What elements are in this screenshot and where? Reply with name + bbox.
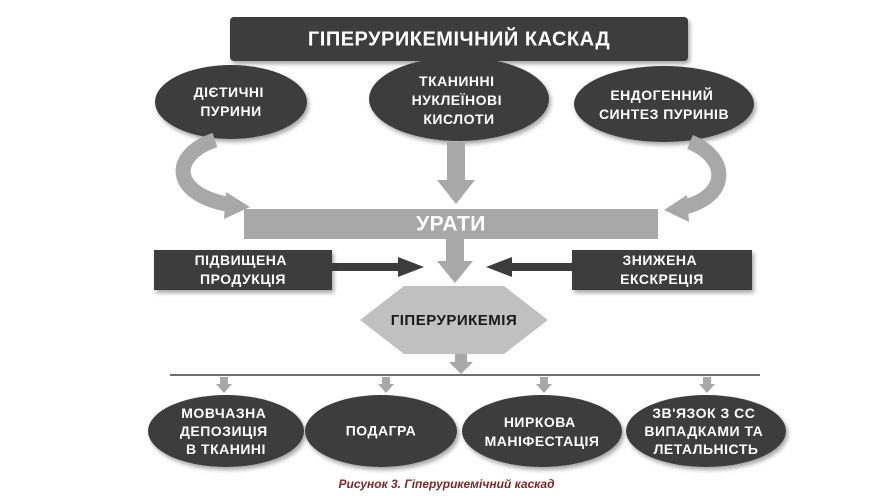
arrow-down-icon <box>536 377 552 393</box>
figure-caption: Рисунок 3. Гіперурикемічний каскад <box>338 477 555 491</box>
svg-text:ЕНДОГЕННИЙ СИНТЕЗ ПУРИНІ: ЕНДОГЕННИЙ СИНТЕЗ ПУРИНІВ <box>599 86 729 122</box>
source-label-line: СИНТЕЗ ПУРИНІВ <box>599 106 729 122</box>
urates-bar: УРАТИ <box>244 209 658 239</box>
outcome-label-line: НИРКОВА <box>504 414 576 430</box>
outcome-label-line: ЛЕТАЛЬНІСТЬ <box>654 441 759 457</box>
svg-text:НИРКОВА МАНІФЕСТАЦІЯ: НИРКОВА МАНІФЕСТАЦІЯ <box>485 414 600 449</box>
arrow-left-icon <box>486 257 572 277</box>
reduced-excretion-line: ЗНИЖЕНА <box>622 252 697 268</box>
outcome-silent-deposition: МОВЧАЗНА ДЕПОЗИЦІЯ В ТКАНИНІ <box>148 395 304 467</box>
arrow-down-icon <box>437 142 475 204</box>
hyperuricemia-hexagon: ГІПЕРУРИКЕМІЯ <box>360 286 548 354</box>
arrow-down-icon <box>699 377 715 393</box>
title-banner: ГІПЕРУРИКЕМІЧНИЙ КАСКАД <box>230 17 688 61</box>
outcome-renal-manifestation: НИРКОВА МАНІФЕСТАЦІЯ <box>462 395 622 467</box>
source-label-line: ЕНДОГЕННИЙ <box>610 86 713 103</box>
reduced-excretion-line: ЕКСКРЕЦІЯ <box>620 271 704 287</box>
svg-text:ЗНИЖЕНА ЕКСКРЕЦІЯ: ЗНИЖЕНА ЕКСКРЕЦІЯ <box>620 252 704 287</box>
svg-text:ЗВ'ЯЗОК З СС ВИПАДКАМИ Т: ЗВ'ЯЗОК З СС ВИПАДКАМИ ТА ЛЕТАЛЬНІСТЬ <box>644 405 767 457</box>
curved-arrow-left-icon <box>175 132 250 219</box>
outcome-label-line: ВИПАДКАМИ ТА <box>644 423 763 439</box>
increased-production-line: ПРОДУКЦІЯ <box>200 271 286 287</box>
arrow-down-icon <box>437 239 473 283</box>
source-label-line: ДІЄТИЧНІ <box>194 84 264 100</box>
source-endogenous-synthesis: ЕНДОГЕННИЙ СИНТЕЗ ПУРИНІВ <box>574 66 754 142</box>
outcome-label-line: ПОДАГРА <box>346 423 417 439</box>
svg-text:ПІДВИЩЕНА ПРОДУКЦІЯ: ПІДВИЩЕНА ПРОДУКЦІЯ <box>195 252 292 287</box>
hyperuricemia-label: ГІПЕРУРИКЕМІЯ <box>391 312 518 329</box>
outcome-label-line: МОВЧАЗНА <box>181 405 266 421</box>
source-label-line: ТКАНИННІ <box>419 73 495 89</box>
curved-arrow-right-icon <box>664 135 727 222</box>
source-label-line: КИСЛОТИ <box>423 111 494 127</box>
arrow-down-icon <box>378 377 394 393</box>
outcome-label-line: МАНІФЕСТАЦІЯ <box>485 433 600 449</box>
outcome-gout: ПОДАГРА <box>305 395 457 467</box>
source-dietary-purines: ДІЄТИЧНІ ПУРИНИ <box>155 65 307 139</box>
arrow-down-icon <box>449 354 473 374</box>
source-label-line: ПУРИНИ <box>200 103 261 119</box>
outcome-label-line: ЗВ'ЯЗОК З СС <box>652 405 755 421</box>
svg-text:ДІЄТИЧНІ ПУРИНИ: ДІЄТИЧНІ ПУРИНИ <box>194 84 269 119</box>
increased-production-line: ПІДВИЩЕНА <box>195 252 287 268</box>
svg-text:ТКАНИННІ НУКЛЕЇНОВІ: ТКАНИННІ НУКЛЕЇНОВІ КИСЛОТИ <box>412 73 507 127</box>
title-text: ГІПЕРУРИКЕМІЧНИЙ КАСКАД <box>308 26 610 50</box>
arrow-right-icon <box>332 257 424 277</box>
urates-label: УРАТИ <box>416 213 486 236</box>
source-label-line: НУКЛЕЇНОВІ <box>412 92 502 108</box>
increased-production-box: ПІДВИЩЕНА ПРОДУКЦІЯ <box>154 250 332 290</box>
outcome-cv-mortality: ЗВ'ЯЗОК З СС ВИПАДКАМИ ТА ЛЕТАЛЬНІСТЬ <box>626 395 786 467</box>
reduced-excretion-box: ЗНИЖЕНА ЕКСКРЕЦІЯ <box>572 250 752 290</box>
svg-text:МОВЧАЗНА ДЕПОЗИЦІЯ: МОВЧАЗНА ДЕПОЗИЦІЯ В ТКАНИНІ <box>180 405 272 457</box>
outcome-label-line: В ТКАНИНІ <box>186 441 266 457</box>
outcome-label-line: ДЕПОЗИЦІЯ <box>180 423 268 439</box>
arrow-down-icon <box>216 377 232 393</box>
source-tissue-nucleic-acids: ТКАНИННІ НУКЛЕЇНОВІ КИСЛОТИ <box>369 57 549 141</box>
